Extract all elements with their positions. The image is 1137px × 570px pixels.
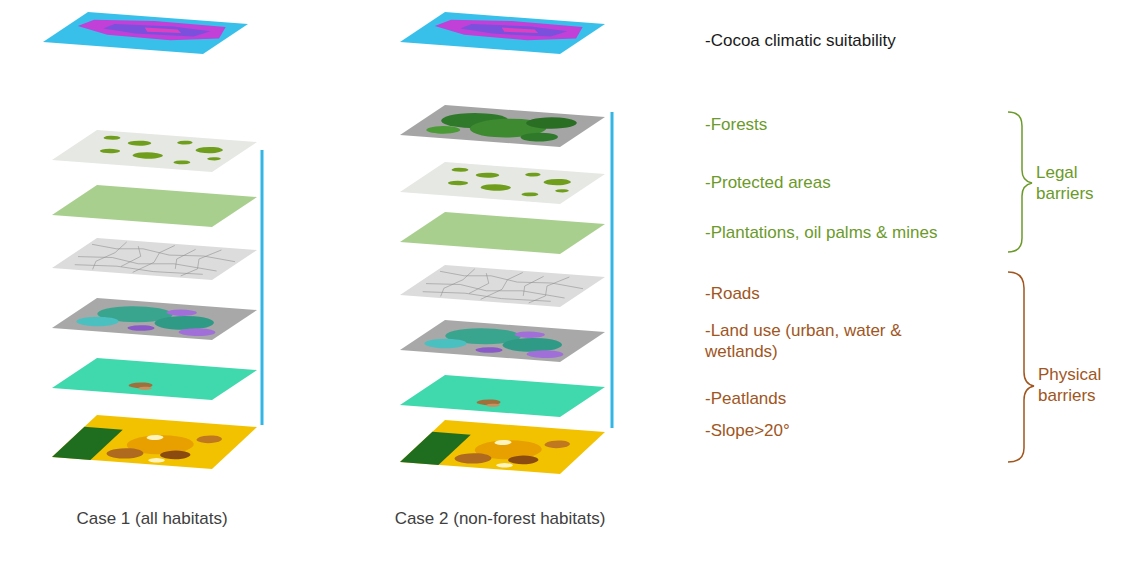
group-label: Legal barriers bbox=[1036, 162, 1116, 204]
case-caption: Case 2 (non-forest habitats) bbox=[395, 508, 606, 529]
layer-label: -Land use (urban, water & wetlands) bbox=[705, 320, 945, 362]
group-label: Physical barriers bbox=[1038, 364, 1128, 406]
layer-label: -Forests bbox=[705, 114, 767, 135]
case-caption: Case 1 (all habitats) bbox=[76, 508, 227, 529]
physical-bracket bbox=[1008, 272, 1034, 462]
layer-label: -Protected areas bbox=[705, 172, 831, 193]
layer-label: -Cocoa climatic suitability bbox=[705, 30, 896, 51]
layer-label: -Roads bbox=[705, 283, 760, 304]
layer-label: -Slope>20° bbox=[705, 420, 790, 441]
layer-label: -Peatlands bbox=[705, 388, 786, 409]
legal-bracket bbox=[1008, 112, 1032, 252]
layer-label: -Plantations, oil palms & mines bbox=[705, 222, 937, 243]
